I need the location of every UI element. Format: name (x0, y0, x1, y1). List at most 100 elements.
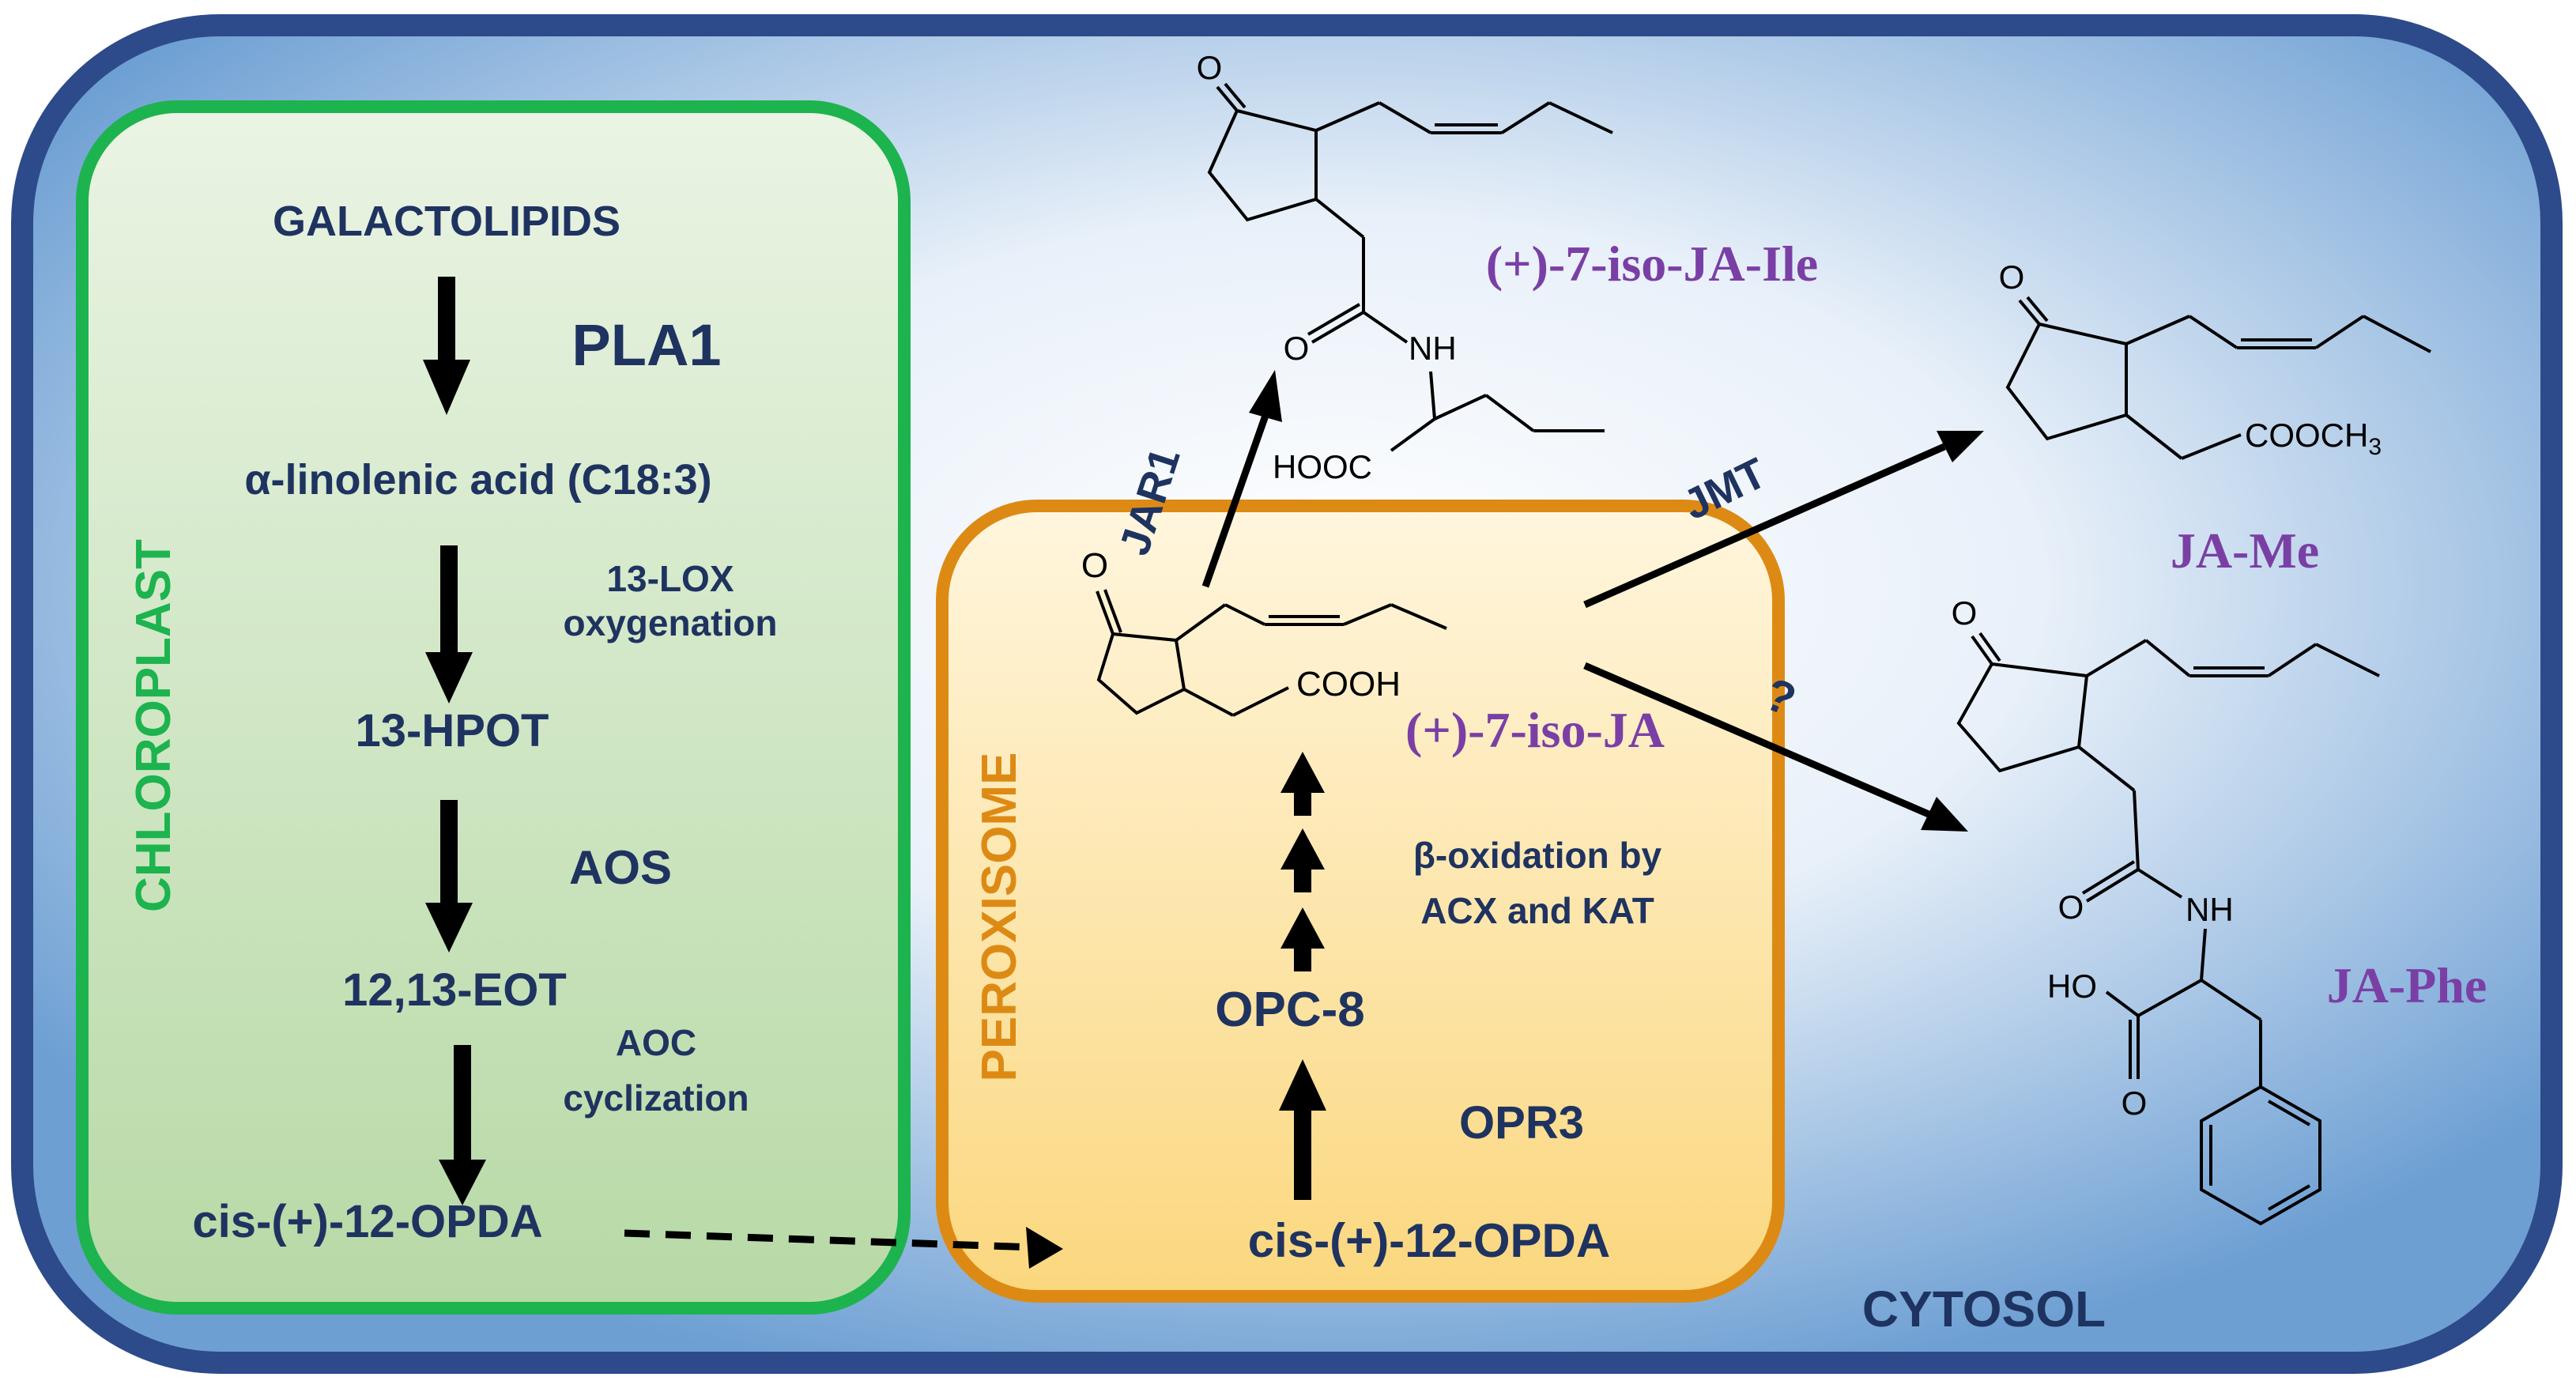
ja-keto-bond-b (1103, 589, 1122, 633)
chloroplast-arrows (423, 277, 486, 1205)
ja-me-side-2 (2181, 433, 2242, 460)
peroxisome-arrows (1279, 752, 1326, 1200)
ja-phe-amide-o: O (2058, 888, 2084, 926)
jar1-arrow-head (1249, 370, 1282, 422)
ja-me-structure (2005, 296, 2431, 460)
ja-ile-chain-5 (1548, 101, 1613, 134)
ja-me-keto-b (2026, 296, 2049, 323)
ja-phe-chain-5 (2315, 643, 2380, 677)
jmt-arrow-head (1937, 431, 1984, 462)
aos-enzyme-label: AOS (569, 841, 672, 894)
lox-label-line1: 13-LOX (606, 558, 734, 599)
ja-phe-ho: HO (2047, 968, 2097, 1005)
ja-ile-name-label: (+)-7-iso-JA-Ile (1486, 236, 1818, 292)
ja-me-chain-1 (2125, 315, 2190, 345)
ja-phe-keto-b (1978, 632, 2001, 662)
ja-phe-phenyl-ring (2200, 1085, 2321, 1226)
lox-label-line2: oxygenation (564, 602, 778, 643)
ja-side-2 (1232, 686, 1289, 717)
ja-phe-amide-1b (2081, 860, 2136, 895)
jar1-arrow-shaft (1201, 409, 1271, 588)
arrow-shaft-beta1 (1294, 946, 1311, 971)
ja-ile-side-1 (1314, 198, 1365, 239)
ja-chain-5 (1390, 603, 1447, 630)
arrow-head-lox (425, 652, 473, 704)
ja-phe-keto-a (1971, 635, 1993, 666)
ja-ile-amide-1 (1311, 311, 1365, 344)
ja-ile-amide-2 (1362, 311, 1409, 344)
ja-ile-amide-4 (1390, 417, 1436, 452)
question-arrow-shaft (1583, 662, 1930, 818)
ja-structure (1096, 589, 1447, 717)
ja-me-keto-a (2018, 299, 2041, 326)
arrow-head-beta3 (1280, 752, 1325, 793)
ja-phe-phenyl-d2 (2268, 1184, 2310, 1211)
eot-label: 12,13-EOT (342, 964, 567, 1016)
ja-phe-name-label: JA-Phe (2327, 957, 2487, 1013)
arrow-head-pla1 (423, 360, 470, 415)
ja-cooh: COOH (1296, 665, 1401, 704)
ja-ile-keto-b (1224, 82, 1247, 109)
ja-phe-phenyl-d1 (2268, 1100, 2310, 1126)
opda-transport-arrow (624, 1229, 1035, 1251)
ja-me-ring (2005, 323, 2128, 441)
ja-ile-keto-a (1216, 85, 1239, 112)
ja-me-ester-main: COOCH (2245, 417, 2368, 454)
jmt-arrow-shaft (1583, 443, 1946, 609)
ja-phe-amide-2 (2137, 868, 2183, 899)
ja-ile-amide-5 (1434, 394, 1487, 421)
ja-keto-bond-a (1096, 590, 1115, 635)
ja-chain-4 (1343, 603, 1392, 626)
chloroplast-label: CHLOROPLAST (126, 539, 181, 912)
arrow-shaft-aoc (454, 1045, 471, 1164)
ja-phe-structure (1956, 632, 2380, 1226)
linolenic-acid-label: α-linolenic acid (C18:3) (244, 456, 711, 504)
arrow-shaft-pla1 (438, 277, 455, 364)
ja-me-ester: COOCH3 (2245, 417, 2382, 460)
ja-phe-chain-2 (2144, 639, 2191, 677)
ja-chain-1 (1175, 603, 1227, 642)
beta-oxidation-line1: β-oxidation by (1413, 835, 1662, 876)
aoc-label-line2: cyclization (563, 1077, 749, 1119)
galactolipids-label: GALACTOLIPIDS (273, 198, 620, 245)
ja-phe-benzyl-1 (2200, 979, 2262, 1021)
arrow-head-beta1 (1280, 907, 1325, 949)
ja-keto-o: O (1081, 546, 1108, 585)
ja-ile-amide-6 (1484, 394, 1535, 432)
arrow-head-aoc (439, 1160, 486, 1205)
opda-transport-arrowhead (1026, 1227, 1063, 1269)
peroxisome-compartment (936, 500, 1785, 1303)
ja-ile-amide-1b (1307, 303, 1361, 336)
ja-me-chain-4 (2314, 315, 2365, 349)
ja-ile-chain-2 (1378, 101, 1432, 134)
ja-name-label: (+)-7-iso-JA (1405, 702, 1665, 758)
ja-phe-ring (1956, 662, 2089, 773)
ja-ile-hooc: HOOC (1273, 448, 1372, 485)
ja-me-ester-sub: 3 (2368, 434, 2382, 460)
beta-oxidation-line2: ACX and KAT (1420, 890, 1654, 931)
cytosol-label: CYTOSOL (1862, 1281, 2106, 1337)
ja-me-chain-2 (2188, 315, 2238, 349)
arrow-head-aos (425, 903, 473, 953)
arrow-shaft-beta2 (1294, 867, 1311, 892)
arrow-shaft-aos (440, 800, 458, 907)
ja-phe-acid-2 (2105, 990, 2140, 1017)
ja-ile-chain-4 (1500, 101, 1551, 134)
ja-phe-amide-3 (2200, 928, 2207, 981)
ja-me-chain-5 (2363, 315, 2431, 353)
arrow-shaft-lox (440, 545, 458, 656)
ja-phe-chain-4 (2267, 643, 2318, 677)
ja-me-name-label: JA-Me (2171, 522, 2319, 579)
ja-phe-nh: NH (2186, 891, 2234, 928)
ja-ile-amide-o: O (1284, 330, 1310, 367)
hpot-label: 13-HPOT (356, 705, 549, 756)
arrow-head-beta2 (1280, 828, 1325, 870)
chloroplast-opda-label: cis-(+)-12-OPDA (192, 1196, 542, 1247)
chloroplast-compartment (76, 100, 911, 1315)
ja-phe-side-1 (2077, 745, 2136, 792)
ja-ile-amide-3 (1429, 371, 1436, 420)
ja-chain-2 (1224, 603, 1265, 626)
pla1-enzyme-label: PLA1 (571, 312, 721, 378)
question-arrow-head (1921, 797, 1968, 832)
ja-ring (1096, 632, 1186, 715)
